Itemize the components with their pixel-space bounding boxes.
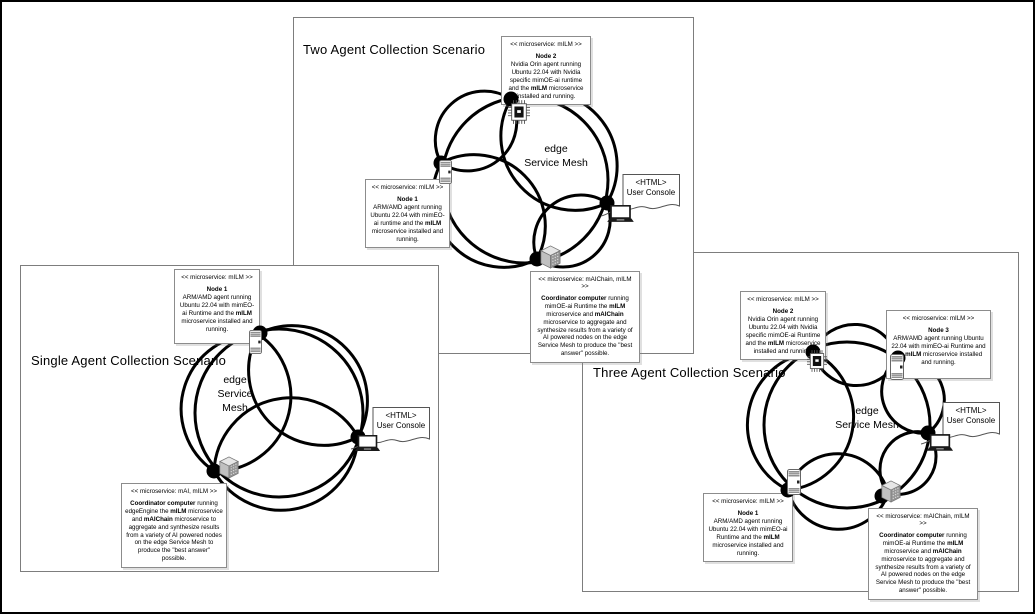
laptop-icon bbox=[354, 435, 381, 453]
stereotype: << microservice: mILM >> bbox=[371, 184, 444, 191]
node-description: ARM/AMD agent running Ubuntu 22.04 with … bbox=[370, 204, 445, 243]
coordinator-description: Coordinator computer running mimOE-ai Ru… bbox=[537, 295, 633, 358]
coordinator-box: << microservice: mAIChain, mILM >> Coord… bbox=[530, 271, 640, 363]
console-tag: <HTML> bbox=[635, 178, 667, 187]
smartphone-icon bbox=[890, 354, 904, 380]
server-cube-icon bbox=[539, 244, 562, 269]
stereotype: << microservice: mILM >> bbox=[181, 274, 253, 281]
chip-icon bbox=[508, 100, 530, 124]
panel-title: Three Agent Collection Scenario bbox=[593, 365, 786, 380]
stereotype: << microservice: mILM >> bbox=[510, 41, 582, 48]
stereotype: << microservice: mILM >> bbox=[747, 296, 819, 303]
smartphone-icon bbox=[787, 469, 801, 495]
node-dot bbox=[503, 91, 519, 107]
node-description: Nvidia Orin agent running Ubuntu 22.04 w… bbox=[508, 61, 584, 100]
node-heading: Node 3 bbox=[928, 327, 949, 334]
panel-title: Two Agent Collection Scenario bbox=[303, 42, 486, 57]
node-description: ARM/AMD agent running Ubuntu 22.04 with … bbox=[891, 335, 986, 366]
console-name: User Console bbox=[376, 421, 426, 431]
chip-icon bbox=[807, 350, 827, 372]
server-cube-icon bbox=[880, 479, 902, 503]
node-heading: Node 1 bbox=[397, 196, 418, 203]
node-box-node1: << microservice: mILM >> Node 1 ARM/AMD … bbox=[174, 269, 260, 344]
stereotype: << microservice: mILM >> bbox=[712, 498, 784, 505]
node-description: Nvidia Orin agent running Ubuntu 22.04 w… bbox=[745, 316, 821, 355]
coordinator-box: << microservice: mAIChain, mILM >> Coord… bbox=[868, 508, 978, 600]
node-heading: Node 1 bbox=[737, 510, 759, 517]
coordinator-description: Coordinator computer running edgeEngine … bbox=[125, 500, 223, 563]
server-cube-icon bbox=[218, 455, 240, 479]
console-tag: <HTML> bbox=[385, 411, 417, 420]
console-name: User Console bbox=[946, 416, 996, 426]
node-box-node1: << microservice: mILM >> Node 1 ARM/AMD … bbox=[365, 179, 450, 249]
user-console-label: <HTML> User Console bbox=[623, 178, 679, 199]
node-heading: Node 1 bbox=[206, 286, 228, 293]
panel-title: Single Agent Collection Scenario bbox=[31, 353, 227, 368]
laptop-icon bbox=[926, 434, 954, 453]
stereotype: << microservice: mAIChain, mILM >> bbox=[876, 513, 970, 527]
coordinator-description: Coordinator computer running mimOE-ai Ru… bbox=[875, 532, 971, 595]
smartphone-icon bbox=[439, 160, 452, 184]
node-description: ARM/AMD agent running Ubuntu 22.04 with … bbox=[179, 294, 255, 333]
console-tag: <HTML> bbox=[955, 406, 987, 415]
node-heading: Node 2 bbox=[772, 308, 794, 315]
user-console-label: <HTML> User Console bbox=[373, 411, 429, 432]
node-heading: Node 2 bbox=[535, 53, 557, 60]
smartphone-icon bbox=[249, 330, 262, 354]
laptop-icon bbox=[606, 205, 635, 224]
node-description: ARM/AMD agent running Ubuntu 22.04 with … bbox=[708, 518, 788, 557]
stereotype: << microservice: mILM >> bbox=[902, 315, 975, 322]
stereotype: << microservice: mAI, mILM >> bbox=[131, 488, 217, 495]
stereotype: << microservice: mAIChain, mILM >> bbox=[538, 276, 632, 290]
node-dot bbox=[206, 463, 222, 479]
coordinator-box: << microservice: mAI, mILM >> Coordinato… bbox=[121, 483, 227, 568]
service-mesh-graph bbox=[179, 324, 369, 512]
user-console-label: <HTML> User Console bbox=[943, 406, 999, 427]
console-name: User Console bbox=[626, 188, 676, 198]
node-box-node1: << microservice: mILM >> Node 1 ARM/AMD … bbox=[703, 493, 793, 563]
